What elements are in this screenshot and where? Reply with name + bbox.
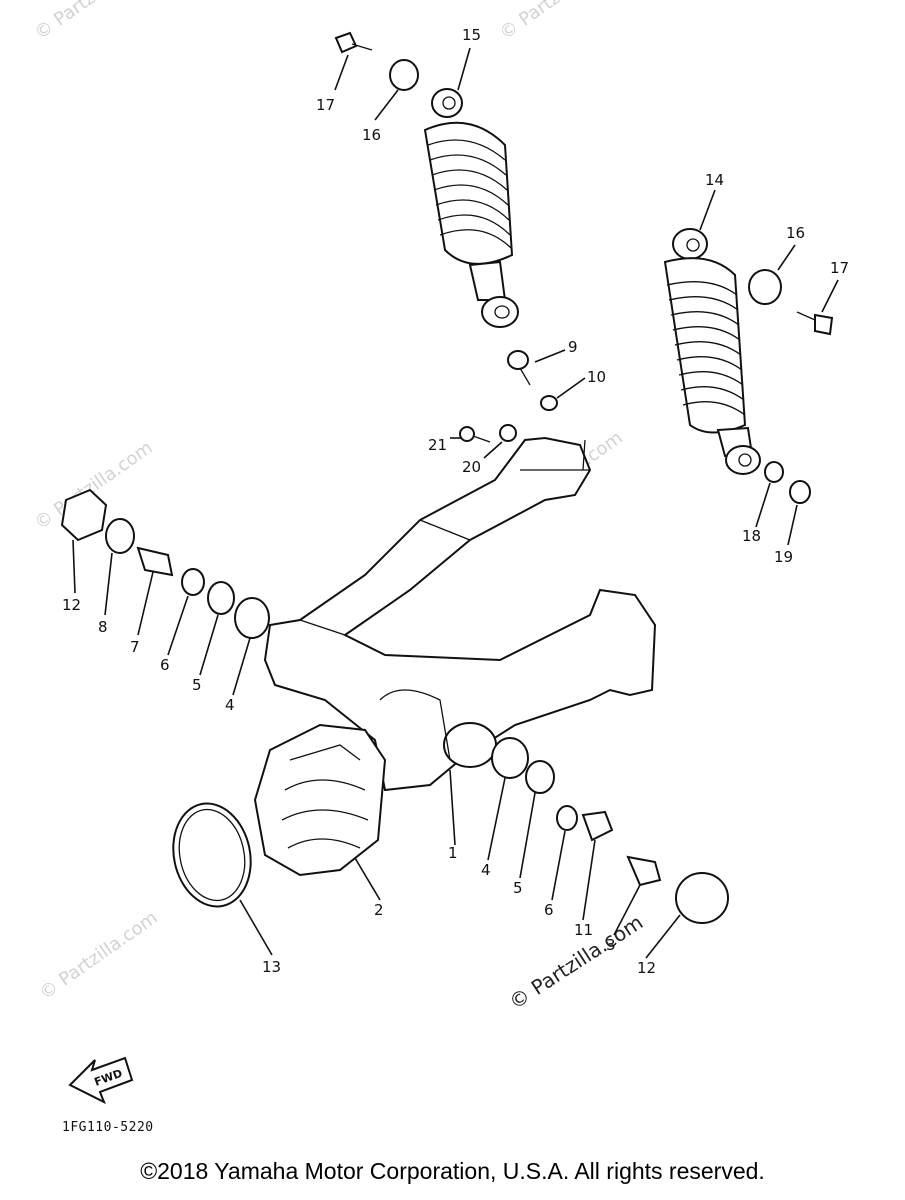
callout-5: 5 xyxy=(192,676,202,694)
gear-case-2 xyxy=(253,723,387,877)
callout-21: 21 xyxy=(428,436,447,454)
callout-16: 16 xyxy=(362,126,381,144)
callout-16: 16 xyxy=(786,224,805,242)
watermark: © Partzilla.com xyxy=(36,907,162,1004)
callout-4: 4 xyxy=(481,861,491,879)
callout-2: 2 xyxy=(374,901,384,919)
hardware-top xyxy=(334,31,834,504)
callout-17: 17 xyxy=(316,96,335,114)
callout-10: 10 xyxy=(587,368,606,386)
pivot-left-stack xyxy=(60,488,270,639)
callout-18: 18 xyxy=(742,527,761,545)
callout-20: 20 xyxy=(462,458,481,476)
watermark: © Partzilla.com xyxy=(31,0,157,44)
callout-11: 11 xyxy=(574,921,593,939)
o-ring-13 xyxy=(172,802,252,908)
callout-14: 14 xyxy=(705,171,724,189)
forward-arrow: FWD xyxy=(68,1056,134,1105)
callout-15: 15 xyxy=(462,26,481,44)
callout-5: 5 xyxy=(513,879,523,897)
callout-6: 6 xyxy=(544,901,554,919)
callout-9: 9 xyxy=(568,338,578,356)
callout-3: 3 xyxy=(606,936,616,954)
part-code: 1FG110-5220 xyxy=(62,1120,154,1135)
rear-shock-14 xyxy=(663,228,761,475)
callout-19: 19 xyxy=(774,548,793,566)
callout-12: 12 xyxy=(637,959,656,977)
callout-8: 8 xyxy=(98,618,108,636)
callout-17: 17 xyxy=(830,259,849,277)
swing-arm-1 xyxy=(263,436,657,792)
rear-shock-15 xyxy=(423,88,519,328)
leader-lines xyxy=(72,47,839,959)
callout-13: 13 xyxy=(262,958,281,976)
callout-6: 6 xyxy=(160,656,170,674)
watermark: © Partzilla.com xyxy=(496,0,622,44)
callout-7: 7 xyxy=(130,638,140,656)
pivot-right-stack xyxy=(491,737,729,924)
copyright-notice: ©2018 Yamaha Motor Corporation, U.S.A. A… xyxy=(140,1158,765,1184)
callout-4: 4 xyxy=(225,696,235,714)
callout-labels: 15 17 16 14 16 17 9 10 21 20 18 19 12 8 … xyxy=(62,26,849,977)
callout-1: 1 xyxy=(448,844,458,862)
callout-12: 12 xyxy=(62,596,81,614)
